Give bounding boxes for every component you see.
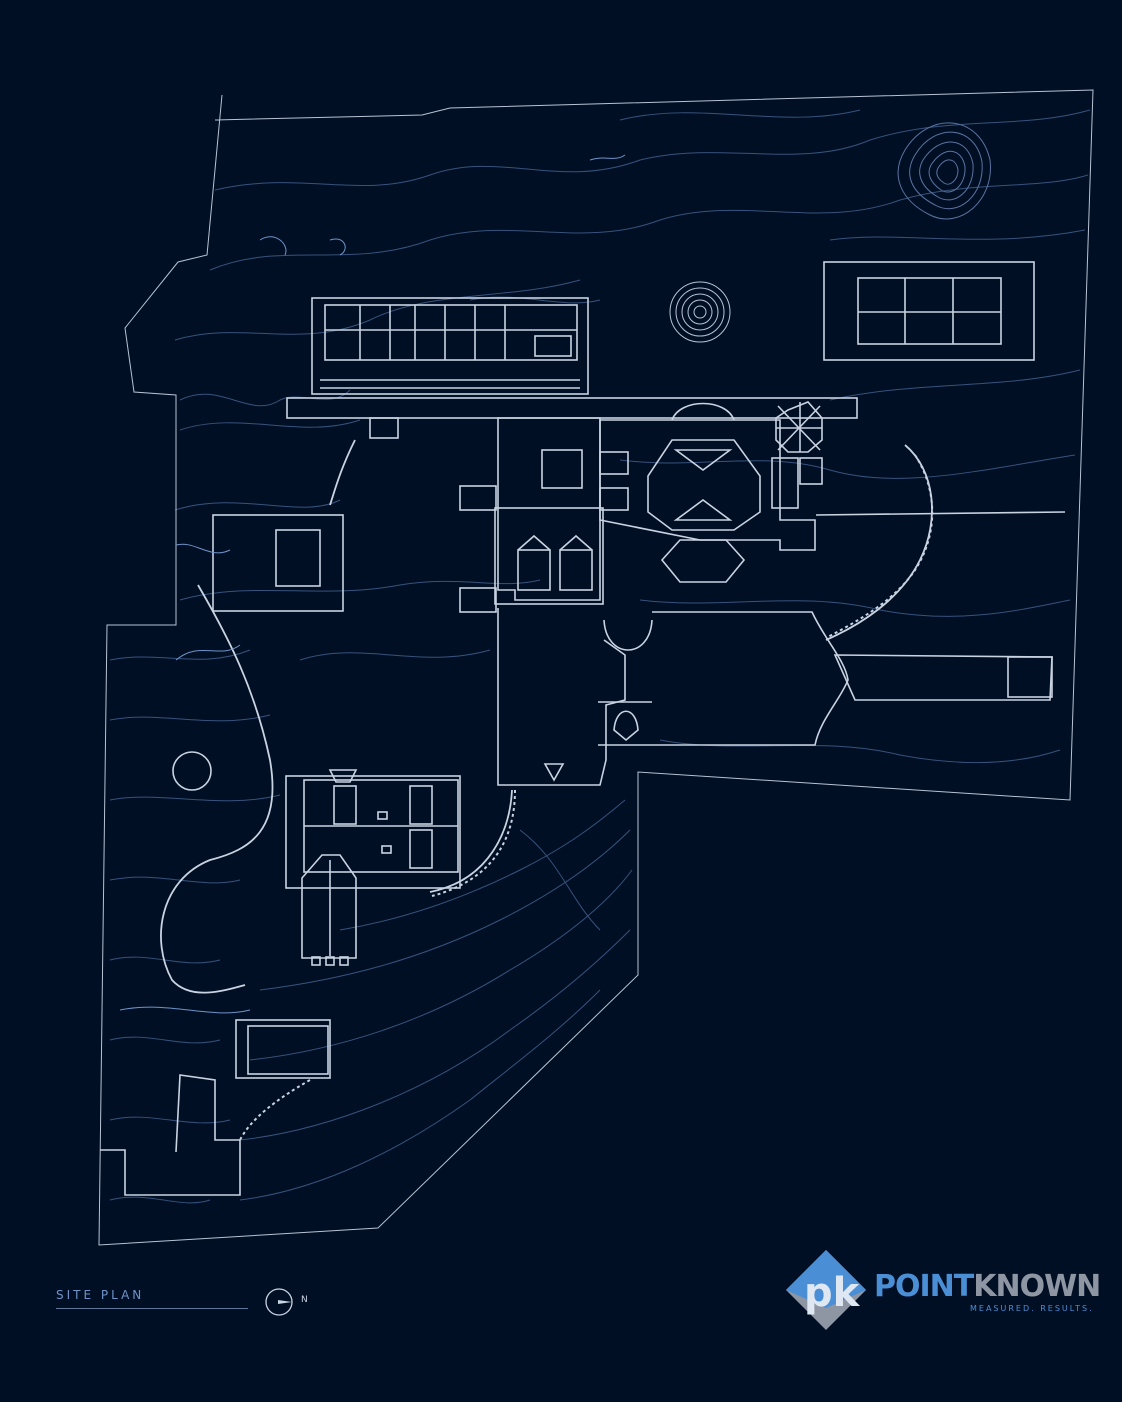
mound-contours <box>897 122 991 220</box>
brand-part-point: POINT <box>874 1269 974 1304</box>
topographic-contours <box>109 109 1091 1204</box>
north-arrow-icon <box>265 1288 293 1316</box>
pointknown-logo-icon: pk <box>786 1250 866 1330</box>
paths <box>160 439 933 994</box>
logo-monogram: pk <box>804 1270 861 1316</box>
brand-tagline: MEASURED. RESULTS. <box>970 1304 1094 1313</box>
brand-part-known: KNOWN <box>973 1269 1101 1304</box>
label-underline <box>56 1308 248 1309</box>
property-boundary <box>98 89 1094 1246</box>
fountain <box>669 281 731 343</box>
buildings <box>100 261 1066 1196</box>
accent-contours <box>119 154 626 1014</box>
site-plan-label: SITE PLAN <box>56 1288 145 1302</box>
stepping-stones <box>239 454 934 1141</box>
brand-wordmark: POINTKNOWN <box>874 1269 1101 1304</box>
north-letter: N <box>301 1295 308 1305</box>
round-planter <box>172 751 212 791</box>
